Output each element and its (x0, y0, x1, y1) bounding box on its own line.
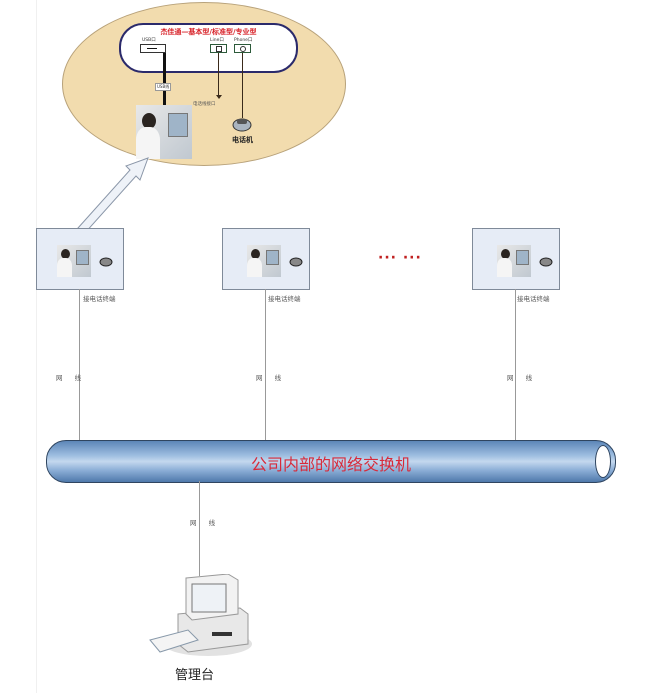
network-switch-bus[interactable]: 公司内部的网络交换机 (46, 440, 616, 483)
line-label: 电话线接口 (193, 102, 216, 107)
device-title: 杰佳通—基本型/标准型/专业型 (160, 28, 257, 36)
phone-port-icon (234, 44, 251, 53)
operator-photo (136, 105, 192, 159)
network-label-3: 网 线 (507, 374, 538, 382)
network-cable-2 (265, 289, 266, 441)
network-label-2: 网 线 (256, 374, 287, 382)
network-cable-1 (79, 289, 80, 441)
terminal-label-1: 接电话终端 (83, 295, 116, 303)
usb-port-icon (140, 44, 166, 53)
more-terminals-ellipsis: ··· ··· (378, 250, 422, 266)
network-cable-3 (515, 289, 516, 441)
line-port-label: Line口 (210, 38, 224, 43)
terminal-box-2[interactable] (222, 228, 310, 290)
zoom-arrow-icon (77, 157, 149, 232)
console-label: 管理台 (175, 668, 215, 683)
console-computer-icon[interactable] (148, 574, 258, 664)
usb-port-label: USB口 (142, 38, 156, 43)
phone-label: 电话机 (232, 136, 253, 144)
telephone-icon (232, 118, 252, 132)
network-label-4: 网 线 (190, 519, 221, 527)
phone-port-label: Phone口 (234, 38, 253, 43)
terminal-photo (57, 245, 91, 277)
network-label-1: 网 线 (56, 374, 87, 382)
phone-cable (242, 53, 243, 118)
terminal-photo (247, 245, 281, 277)
telephone-icon (539, 257, 553, 267)
telephone-icon (289, 257, 303, 267)
terminal-box-1[interactable] (36, 228, 124, 290)
line-cable (218, 53, 219, 97)
usb-cable (163, 53, 166, 105)
line-port-icon (210, 44, 227, 53)
switch-label: 公司内部的网络交换机 (250, 455, 411, 474)
telephone-icon (99, 257, 113, 267)
terminal-label-2: 接电话终端 (268, 295, 301, 303)
terminal-box-3[interactable] (472, 228, 560, 290)
line-arrow-icon (216, 95, 222, 99)
pipe-end (595, 445, 611, 478)
background-guide-line (36, 0, 37, 693)
terminal-photo (497, 245, 531, 277)
network-cable-4 (199, 481, 200, 576)
terminal-label-3: 接电话终端 (517, 295, 550, 303)
usb-cable-label: USB线 (155, 83, 172, 91)
